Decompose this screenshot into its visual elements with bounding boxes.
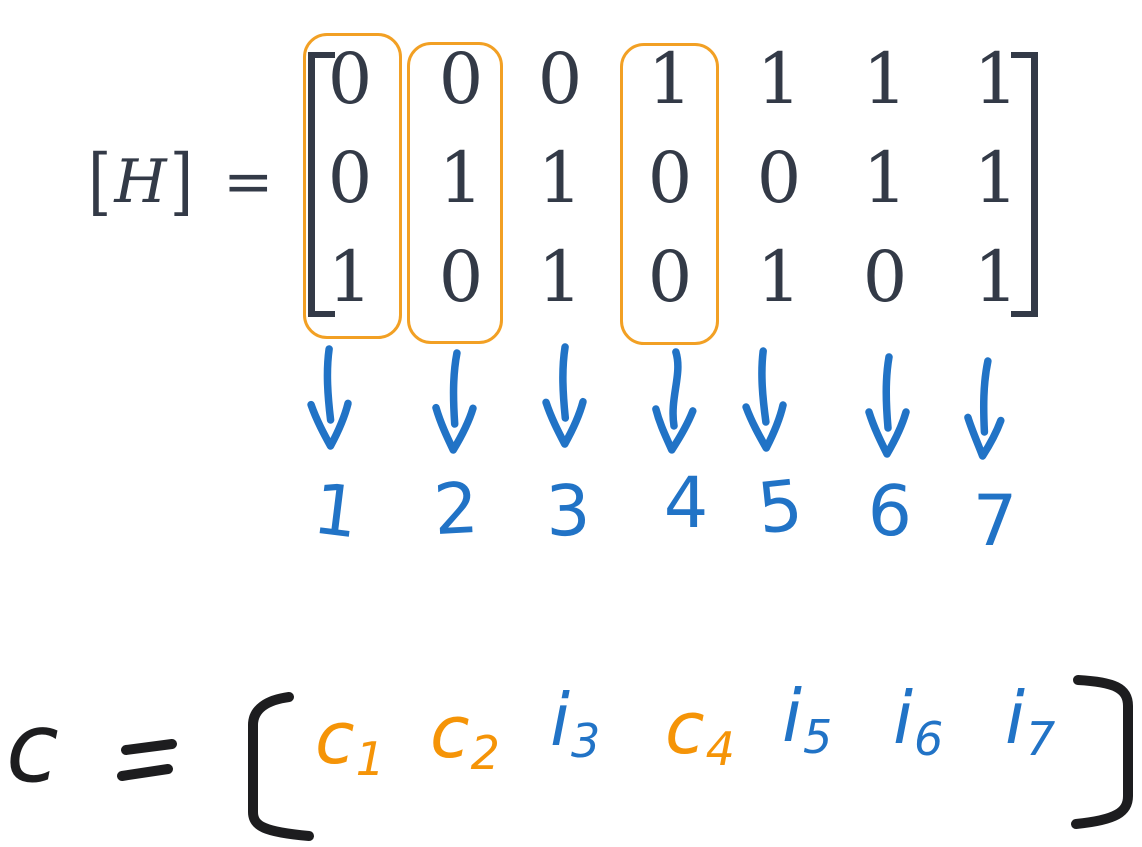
matrix-cell: 0 [537,38,583,120]
element-base: c [430,690,470,774]
element-base: i [782,674,803,758]
down-arrow-icon [432,349,477,454]
down-arrow-icon [652,348,697,454]
down-arrow-icon [865,353,910,458]
element-subscript: 1 [355,732,385,786]
element-subscript: 4 [705,722,735,776]
column-label-6: 6 [866,469,914,553]
column-label-7: 7 [972,480,1018,562]
matrix-cell: 0 [756,137,802,219]
matrix-cell: 0 [327,137,373,219]
codeword-element-c4: c 4 [665,686,735,772]
codeword-element-i6: i 6 [893,676,943,762]
element-base: c [665,686,705,770]
codeword-lhs: c [6,692,59,804]
element-base: i [1005,676,1026,760]
matrix-cell: 1 [327,236,373,318]
matrix-cell: 0 [862,236,908,318]
down-arrow-icon [742,347,787,452]
matrix-cell: 0 [327,38,373,120]
matrix-column-4: 1 0 0 [635,30,705,327]
matrix-cell: 1 [438,137,484,219]
element-subscript: 6 [914,712,944,766]
matrix-cell: 1 [756,38,802,120]
element-base: i [550,678,571,762]
matrix-cell: 1 [537,236,583,318]
matrix-column-1: 0 0 1 [315,30,385,327]
matrix-cell: 1 [862,38,908,120]
codeword-element-c1: c 1 [315,696,385,782]
close-bracket: ] [169,139,194,225]
matrix-cell: 0 [647,137,693,219]
down-arrow-icon [964,357,1005,460]
codeword-element-c2: c 2 [430,690,500,776]
codeword-element-i5: i 5 [782,674,832,760]
matrix-column-7: 1 1 1 [961,30,1031,327]
column-highlight-2 [407,42,503,344]
matrix-cell: 1 [973,38,1019,120]
matrix-column-3: 0 1 1 [525,30,595,327]
element-subscript: 7 [1026,712,1056,766]
codeword-element-i7: i 7 [1005,676,1055,762]
codeword-element-i3: i 3 [550,678,600,764]
matrix-cell: 1 [756,236,802,318]
matrix-cell: 1 [647,38,693,120]
down-arrow-icon [307,345,352,450]
element-base: i [893,676,914,760]
matrix-cell: 1 [973,236,1019,318]
matrix-close-bracket [1011,52,1038,317]
matrix-cell: 1 [862,137,908,219]
column-label-5: 5 [753,463,807,551]
element-subscript: 5 [803,710,833,764]
matrix-open-bracket [308,52,335,317]
h-letter: H [114,147,167,217]
codeword-open-bracket [248,692,314,841]
matrix-cell: 0 [647,236,693,318]
element-subscript: 3 [571,714,601,768]
column-highlight-1 [303,33,402,339]
matrix-cell: 1 [973,137,1019,219]
codeword-close-bracket [1071,675,1133,829]
matrix-cell: 0 [438,236,484,318]
matrix-cell: 0 [438,38,484,120]
h-matrix-label: [ H ] = [88,139,274,224]
matrix-column-6: 1 1 0 [850,30,920,327]
column-label-1: 1 [308,467,364,555]
column-highlight-4 [620,43,719,345]
matrix-column-5: 1 0 1 [744,30,814,327]
equals-sign: = [223,147,274,217]
equals-icon [117,739,177,781]
open-bracket: [ [88,139,112,225]
down-arrow-icon [542,343,587,448]
column-label-4: 4 [663,462,709,544]
matrix-column-2: 0 1 0 [426,30,496,327]
column-label-2: 2 [431,466,481,552]
column-label-3: 3 [544,469,592,553]
element-base: c [315,696,355,780]
element-subscript: 2 [470,726,500,780]
matrix-cell: 1 [537,137,583,219]
